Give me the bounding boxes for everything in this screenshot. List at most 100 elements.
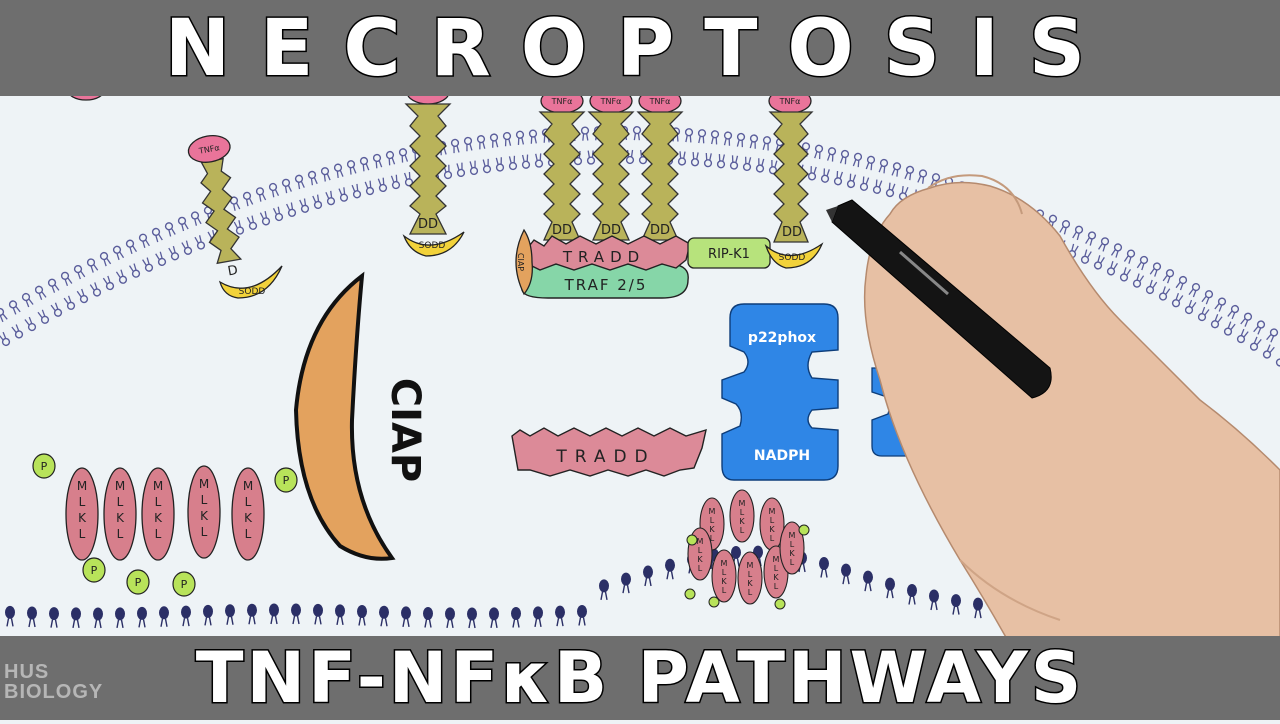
lipid-inner [1262,344,1275,359]
vesicle-lipid [159,606,169,627]
svg-text:DD: DD [782,225,802,240]
vesicle-lipid [401,606,411,627]
lipid-inner [103,276,115,291]
lipid-outer [1188,282,1200,297]
watermark-line-1: HUS [4,662,124,682]
lipid-inner [1081,249,1093,264]
vesicle-lipid [357,605,367,626]
lipid-inner [691,152,699,166]
tradd-cytosol: TRADD [512,428,706,476]
lipid-inner [37,309,49,324]
lipid-inner [1119,267,1131,282]
vesicle-lipid [973,598,983,619]
lipid-inner [1132,273,1144,288]
lipid-outer [464,137,473,151]
lipid-inner [1275,352,1280,367]
vesicle-lipid [885,578,895,599]
lipid-outer [1085,231,1097,246]
lipid-outer [47,278,59,293]
lipid-inner [286,202,297,217]
lipid-outer [0,307,8,322]
phospho-group-small [799,525,809,535]
lipid-inner [76,289,88,304]
svg-text:TNFα: TNFα [600,97,622,106]
tnf-receptor-trimer: TNFα DD TNFα DD TNFα DD [540,89,682,240]
lipid-outer [865,156,875,171]
lipid-inner [89,282,101,297]
lipid-outer [1162,269,1174,284]
lipid-inner [587,150,594,164]
lipid-inner [456,162,465,176]
lipid-outer [852,153,862,168]
svg-text:DD: DD [418,217,438,232]
lipid-inner [873,179,883,194]
vesicle-lipid [621,573,631,594]
lipid-outer [1266,328,1279,343]
lipid-outer [308,171,318,186]
tradd-membrane: TRADD [526,236,690,270]
phospho-label: P [181,578,188,591]
vesicle-lipid [445,607,455,628]
lipid-inner [1171,293,1183,308]
lipid-inner [509,156,517,170]
lipid-inner [860,176,870,191]
phospho-group-small [685,589,695,599]
lipid-outer [1227,304,1240,319]
lipid-outer [698,130,706,144]
lipid-inner [11,324,24,339]
svg-text:SODD: SODD [779,253,806,263]
lipid-outer [827,147,836,161]
lipid-outer [60,271,72,286]
watermark-line-2: BIOLOGY [4,682,124,702]
svg-text:TNFα: TNFα [649,97,671,106]
svg-text:p22phox: p22phox [748,330,816,346]
lipid-inner [260,211,271,226]
phospho-label: P [41,460,48,473]
lipid-inner [495,157,503,171]
lipid-outer [736,133,744,147]
vesicle-lipid [841,564,851,585]
lipid-inner [847,173,856,188]
lipid-inner [678,151,685,165]
vesicle-lipid [577,605,587,626]
lipid-outer [904,166,914,181]
lipid-outer [386,151,395,166]
lipid-inner [181,240,192,255]
lipid-inner [1236,329,1249,344]
lipid-outer [451,139,460,153]
sodd-2: SODD [404,232,464,256]
channel-watermark: HUS BIOLOGY [4,662,124,702]
lipid-outer [165,222,177,237]
vesicle-lipid [5,606,15,627]
lipid-outer [503,132,511,146]
lipid-outer [125,239,137,254]
lipid-outer [840,150,849,165]
lipid-outer [1137,255,1149,270]
lipid-outer [21,292,33,307]
lipid-inner [364,181,374,196]
lipid-outer [711,131,719,145]
vesicle-lipid [379,606,389,627]
lipid-outer [269,183,280,198]
lipid-inner [1210,314,1222,329]
lipid-inner [808,166,817,180]
lipid-inner [1094,255,1106,270]
title-pathways: TNF-NFκB PATHWAYS [0,636,1280,720]
vesicle-lipid [423,607,433,628]
lipid-inner [129,263,141,278]
lipid-outer [321,167,331,182]
lipid-inner [155,251,167,266]
lipid-inner [1249,336,1262,351]
ciap-small: CIAP [516,230,532,294]
vesicle-lipid [467,607,477,628]
lipid-outer [516,131,524,145]
lipid-inner [24,317,36,332]
sodd-4: SODD [766,244,822,268]
lipid-inner [1197,307,1209,322]
vesicle-lipid [313,604,323,625]
lipid-inner [63,295,75,310]
lipid-outer [399,148,408,162]
lipid-outer [581,127,588,141]
svg-text:TRADD: TRADD [555,447,655,467]
